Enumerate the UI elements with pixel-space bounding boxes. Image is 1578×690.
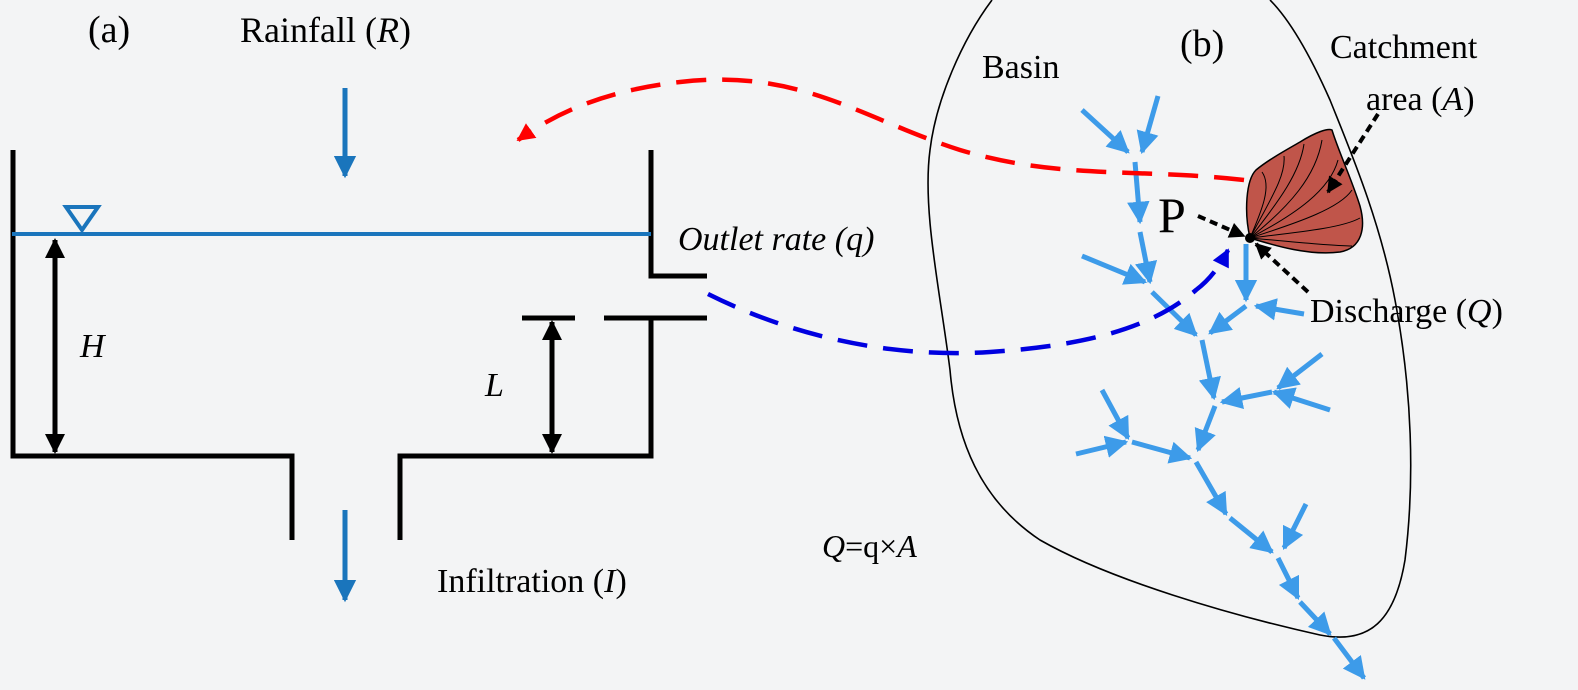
river-arrow (1193, 460, 1229, 516)
equation-label: Q=q×A (822, 528, 917, 564)
river-arrow (1208, 304, 1248, 335)
point-p-label: P (1158, 187, 1186, 243)
basin-label: Basin (982, 49, 1059, 86)
catchment-pointer-arrow (1326, 112, 1380, 194)
point-p-marker (1245, 233, 1255, 243)
river-arrow (1219, 386, 1273, 410)
red-link-arrow (516, 77, 1245, 183)
tributary-arrow (1080, 108, 1130, 154)
outlet-height-label: L (484, 367, 504, 404)
tank-wall (10, 150, 295, 540)
tributary-arrow (1253, 298, 1305, 321)
catchment-label-line2: area (A) (1366, 81, 1475, 118)
river-arrow (1194, 405, 1218, 453)
discharge-label: Discharge (Q) (1310, 293, 1503, 330)
panel-b-tag: (b) (1180, 23, 1224, 65)
catchment-label-line1: Catchment (1330, 29, 1478, 66)
discharge-pointer-arrow (1254, 242, 1310, 294)
tributary-arrow (1271, 387, 1331, 413)
river-arrow (1228, 516, 1274, 554)
river-network (1075, 95, 1366, 680)
tributary-arrow (1276, 352, 1324, 390)
catchment-area-shape (1245, 128, 1364, 254)
panel-a-tag: (a) (88, 9, 130, 51)
tank-wall-right (397, 315, 654, 540)
infiltration-label: Infiltration (I) (437, 563, 627, 600)
basin-outline (927, 0, 1412, 638)
rainfall-label: Rainfall (R) (240, 10, 411, 50)
blue-link-arrow (706, 248, 1231, 356)
p-pointer-arrow (1197, 214, 1246, 238)
tributary-arrow (1099, 388, 1131, 440)
river-arrow (1198, 339, 1221, 401)
depth-label: H (79, 328, 107, 365)
river-arrow (1150, 290, 1198, 337)
river-arrow (1131, 439, 1193, 464)
water-level-triangle-icon (62, 205, 102, 234)
tributary-arrow (1075, 435, 1129, 458)
river-arrow (1298, 600, 1332, 636)
basin-panel: (b) Basin Catchment area (A) P Discharge… (927, 0, 1503, 680)
tributary-arrow (1081, 253, 1148, 285)
tributary-arrow (1136, 95, 1161, 155)
river-outlet-arrow (1332, 636, 1366, 680)
river-arrow (1134, 231, 1158, 285)
river-arrow (1275, 556, 1301, 601)
outlet-upper-wall (648, 150, 707, 279)
tributary-arrow (1281, 502, 1309, 551)
outlet-rate-label: Outlet rate (q) (678, 221, 874, 258)
tank-model: (a) Rainfall (R) H L Outlet rate (q) Inf… (10, 9, 874, 603)
